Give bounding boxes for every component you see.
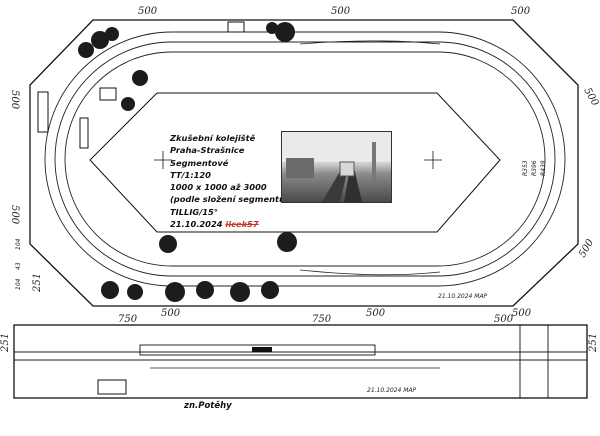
track-outer [44,31,566,287]
dim-strip-height-left: 251 [0,333,11,353]
info-date-line: 21.10.2024 ilcek57 [170,218,290,230]
track-inner [64,51,546,267]
road-crossing [519,324,549,399]
info-line-6: (podle složení segmentů [170,194,285,205]
platform-shelter [252,347,272,352]
radius-r1: R353 [522,160,529,176]
tree-clusters [78,22,297,302]
dim-stack-3: 104 [15,278,22,290]
dim-stack-1: 104 [15,238,22,250]
info-line-2: Praha-Strašnice [170,145,245,156]
buildings [37,21,245,149]
crosshair-left [154,151,172,169]
dim-left-upper: 500 [9,90,20,110]
track-middle [54,41,556,277]
dim-top-mid: 500 [331,6,351,17]
station-photo-sketch [282,132,391,202]
info-struck-text: ilcek57 [225,219,259,230]
info-block: Zkušební kolejiště Praha-Strašnice Segme… [170,132,290,230]
lower-strip-outline [13,324,588,399]
crosshair-right [424,151,442,169]
dim-right-lower: 500 [577,237,596,260]
caption-text: zn.Potěhy [184,401,232,411]
signature-upper: 21.10.2024 MAP [438,293,488,300]
goods-shed [97,379,127,395]
info-line-5: 1000 x 1000 až 3000 [170,182,267,193]
info-line-7: TILLIG/15° [170,206,218,217]
dim-left-lower: 500 [9,205,20,225]
dim-strip-mid: 750 [312,314,332,325]
info-line-4: TT/1:120 [170,169,211,180]
radius-r3: R439 [540,160,547,176]
dim-strip-height-right: 251 [588,333,599,353]
dim-bottom-left: 500 [161,308,181,319]
dim-bottom-right: 500 [512,308,532,319]
radius-r2: R396 [531,160,538,176]
dim-stack-4: 251 [32,273,43,293]
signature-lower: 21.10.2024 MAP [367,387,417,394]
dim-strip-right: 500 [494,314,514,325]
inner-cutout [89,92,501,233]
info-line-1: Zkušební kolejiště [170,133,256,143]
dim-stack-2: 43 [15,262,22,270]
station-photo [281,131,392,203]
platform [139,344,376,356]
dim-top-right: 500 [511,6,531,17]
siding-top [299,40,441,45]
dim-top-left: 500 [138,6,158,17]
dim-strip-left: 750 [118,314,138,325]
dim-bottom-mid: 500 [366,308,386,319]
siding-bottom [299,269,441,276]
info-line-3: Segmentové [170,157,229,168]
upper-board-outline [29,19,579,307]
dim-right-upper: 500 [581,86,600,109]
info-date: 21.10.2024 [170,219,223,230]
